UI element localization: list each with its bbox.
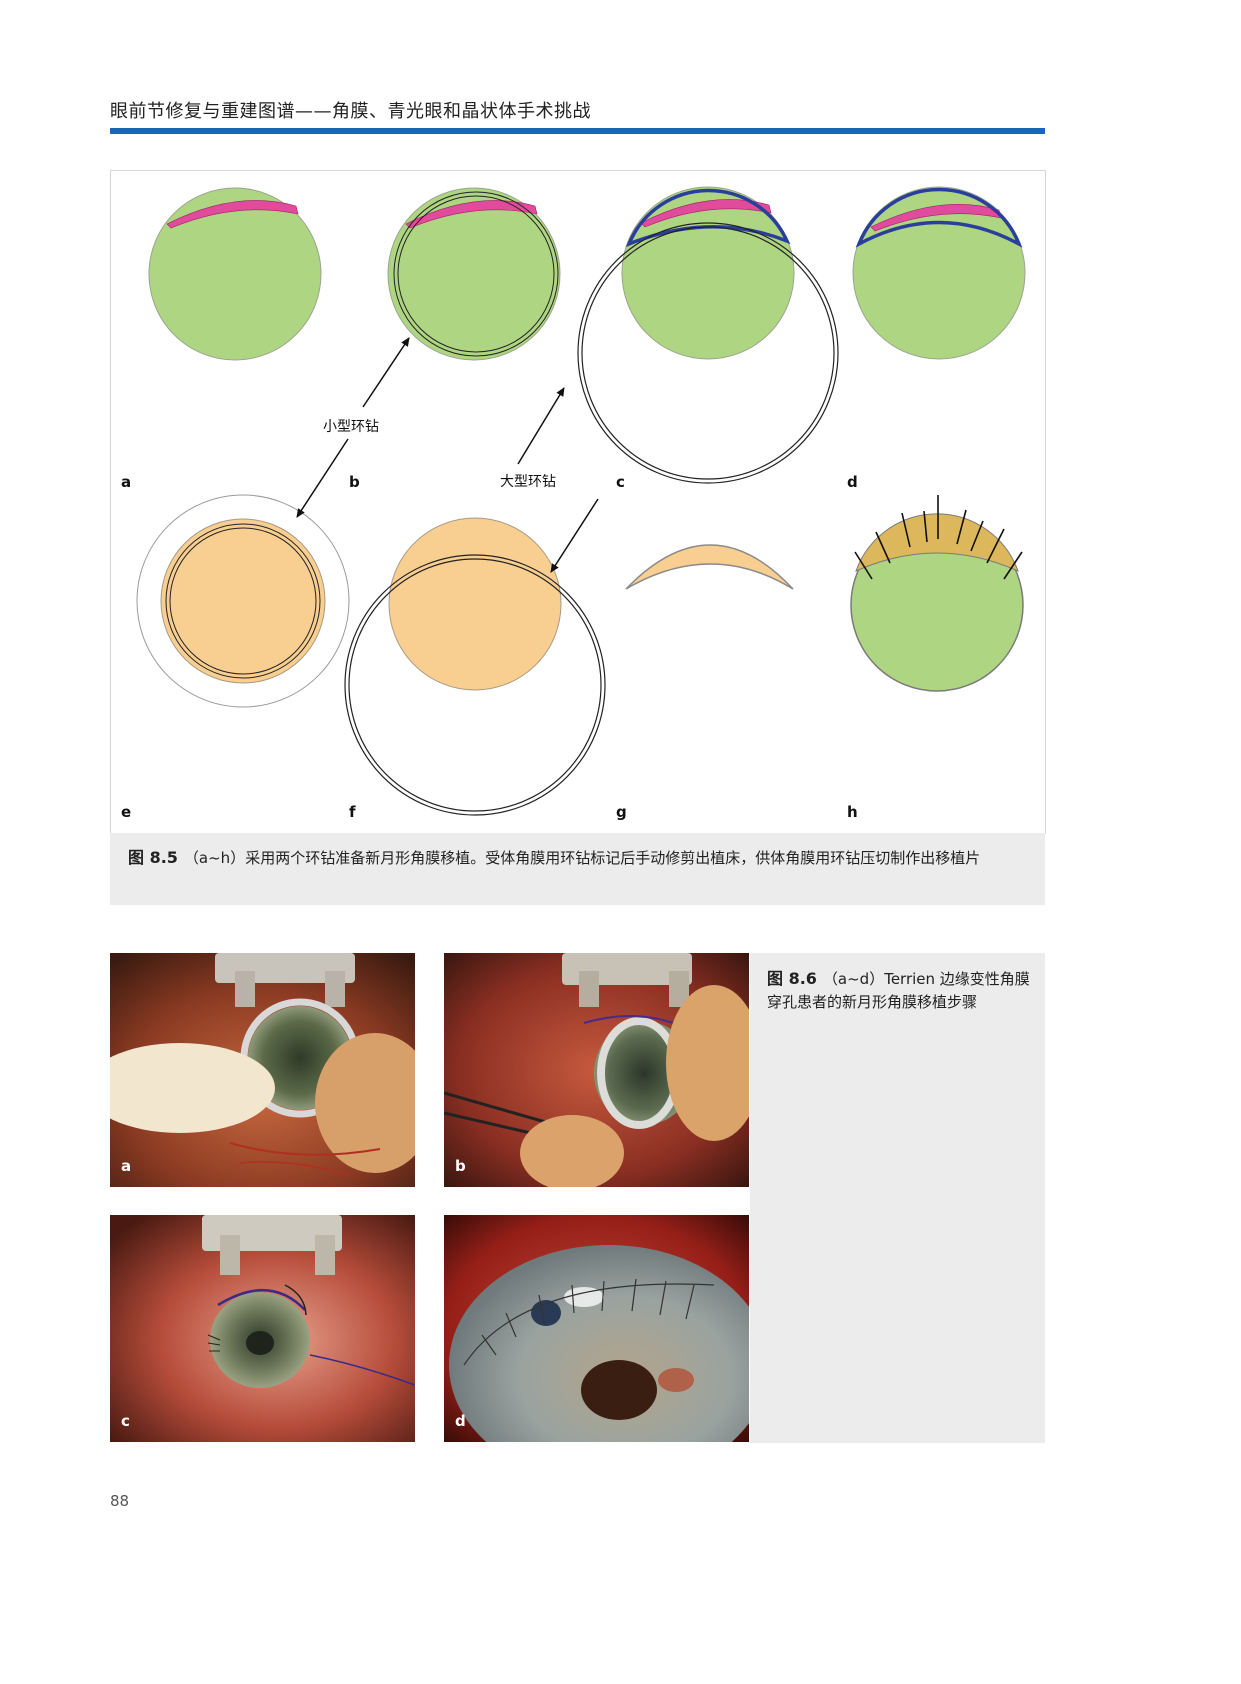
panel-f-diagram	[345, 518, 605, 815]
label-small-trephine: 小型环钻	[321, 416, 381, 436]
photo-letter-d: d	[455, 1412, 466, 1430]
photo-d: d	[444, 1215, 749, 1442]
panel-letter-c: c	[616, 473, 625, 491]
figure-8-6-caption: 图 8.6（a~d）Terrien 边缘变性角膜穿孔患者的新月形角膜移植步骤	[750, 953, 1045, 1443]
photo-letter-b: b	[455, 1157, 466, 1175]
panel-c-diagram	[578, 187, 838, 483]
panel-letter-b: b	[349, 473, 360, 491]
panel-letter-h: h	[847, 803, 858, 821]
figure-8-5-number: 图 8.5	[128, 848, 178, 867]
photo-a: a	[110, 953, 415, 1187]
photo-letter-c: c	[121, 1412, 130, 1430]
figure-8-5: 小型环钻 大型环钻 a b c d e f g h	[110, 170, 1046, 834]
header-rule	[110, 128, 1045, 134]
panel-d-diagram	[853, 187, 1025, 359]
panel-g-diagram	[626, 545, 793, 589]
photo-letter-a: a	[121, 1157, 131, 1175]
panel-letter-d: d	[847, 473, 858, 491]
panel-letter-f: f	[349, 803, 356, 821]
panel-b-diagram	[388, 188, 560, 360]
figure-8-6-number: 图 8.6	[767, 969, 817, 988]
label-large-trephine: 大型环钻	[498, 471, 558, 491]
arrow-small-to-b	[363, 338, 409, 407]
panel-letter-g: g	[616, 803, 627, 821]
photo-b: b	[444, 953, 749, 1187]
page-number: 88	[110, 1492, 129, 1510]
figure-8-5-diagram	[111, 171, 1045, 833]
arrow-large-to-c	[518, 388, 564, 464]
photo-c: c	[110, 1215, 415, 1442]
figure-8-5-caption: 图 8.5 （a~h）采用两个环钻准备新月形角膜移植。受体角膜用环钻标记后手动修剪…	[110, 833, 1045, 905]
panel-h-diagram	[851, 495, 1023, 691]
panel-e-diagram	[137, 495, 349, 707]
crescent-graft-g	[626, 545, 793, 589]
figure-8-5-caption-text: （a~h）采用两个环钻准备新月形角膜移植。受体角膜用环钻标记后手动修剪出植床，供…	[184, 849, 980, 867]
panel-letter-e: e	[121, 803, 131, 821]
panel-letter-a: a	[121, 473, 131, 491]
arrow-small-to-e	[297, 439, 348, 517]
panel-a-diagram	[149, 188, 321, 360]
arrow-large-to-f	[551, 499, 598, 572]
running-head: 眼前节修复与重建图谱——角膜、青光眼和晶状体手术挑战	[110, 97, 591, 123]
